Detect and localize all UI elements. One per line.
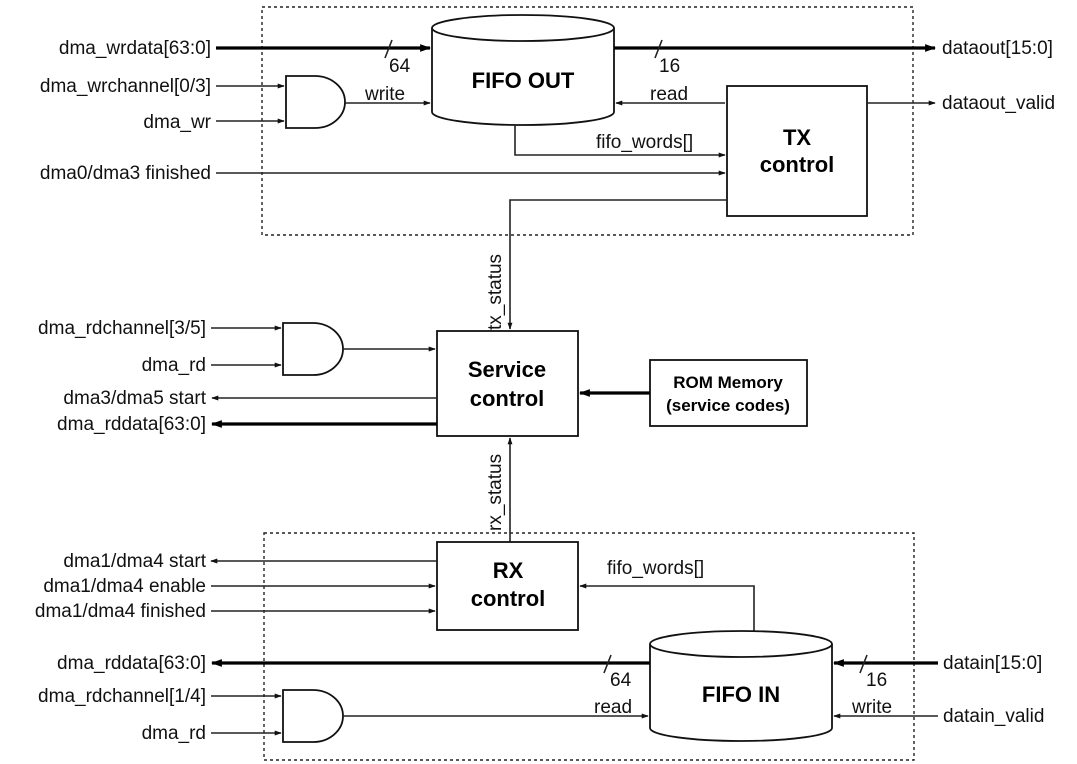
input-datain: datain[15:0]	[943, 653, 1042, 674]
width-64-bottom: 64	[610, 670, 632, 691]
width-64-top: 64	[389, 56, 411, 77]
input-dma14-finished: dma1/dma4 finished	[35, 601, 206, 622]
width-16-top: 16	[659, 56, 680, 77]
input-dma-wrchannel: dma_wrchannel[0/3]	[40, 76, 211, 97]
width-16-bottom: 16	[866, 670, 887, 691]
signal-read-bottom: read	[594, 697, 632, 718]
signal-read-top: read	[650, 84, 688, 105]
wire-tx-status	[507, 199, 727, 330]
input-dma-wr: dma_wr	[143, 112, 211, 133]
bus-slash-64-bottom	[603, 654, 612, 674]
bus-slash-16-top	[654, 39, 663, 59]
input-dma-rdchannel-14: dma_rdchannel[1/4]	[38, 686, 206, 707]
output-dma-rddata-1: dma_rddata[63:0]	[57, 414, 206, 435]
signal-fifo-words-top: fifo_words[]	[596, 132, 693, 153]
input-datain-valid: datain_valid	[943, 706, 1044, 727]
rom-memory-block: ROM Memory (service codes)	[649, 359, 808, 427]
signal-write-bottom: write	[851, 697, 892, 718]
output-dma14-start: dma1/dma4 start	[63, 551, 206, 572]
bus-slash-64-top	[384, 39, 393, 59]
signal-tx-status: tx_status	[485, 254, 506, 330]
svg-text:control: control	[760, 152, 835, 177]
wire-fifo-words-top	[514, 125, 726, 158]
svg-text:control: control	[471, 586, 546, 611]
signal-write-top: write	[364, 84, 405, 105]
wire-fifo-words-bottom	[579, 583, 755, 632]
bus-slash-16-bottom	[859, 654, 868, 674]
rx-control-block: RX control	[436, 541, 579, 631]
input-dma-rd-1: dma_rd	[142, 355, 206, 376]
output-dma35-start: dma3/dma5 start	[63, 388, 206, 409]
signal-fifo-words-bottom: fifo_words[]	[607, 558, 704, 579]
and-gate-read	[282, 689, 344, 743]
signal-rx-status: rx_status	[485, 454, 506, 531]
rx-group-boundary	[263, 532, 915, 761]
fifo-out-label: FIFO OUT	[472, 68, 575, 93]
input-dma-rdchannel-35: dma_rdchannel[3/5]	[38, 318, 206, 339]
service-control-block: Service control	[436, 330, 579, 437]
svg-text:RX: RX	[493, 558, 524, 583]
fifo-out-block: FIFO OUT	[431, 14, 615, 126]
output-dma-rddata-2: dma_rddata[63:0]	[57, 653, 206, 674]
svg-text:ROM Memory: ROM Memory	[673, 373, 783, 392]
input-dma-rd-2: dma_rd	[142, 723, 206, 744]
input-dma-wrdata: dma_wrdata[63:0]	[59, 38, 211, 59]
fifo-in-block: FIFO IN	[649, 630, 833, 742]
output-dataout: dataout[15:0]	[942, 38, 1053, 59]
and-gate-write	[285, 75, 346, 129]
output-dataout-valid: dataout_valid	[942, 93, 1055, 114]
tx-control-block: TX control	[726, 85, 868, 217]
svg-text:control: control	[470, 386, 545, 411]
fifo-in-label: FIFO IN	[702, 682, 780, 707]
input-dma14-enable: dma1/dma4 enable	[43, 576, 206, 597]
svg-text:Service: Service	[468, 357, 546, 382]
svg-text:(service codes): (service codes)	[666, 396, 790, 415]
svg-text:TX: TX	[783, 125, 811, 150]
input-dma03-finished: dma0/dma3 finished	[40, 163, 211, 184]
and-gate-service	[282, 322, 344, 376]
